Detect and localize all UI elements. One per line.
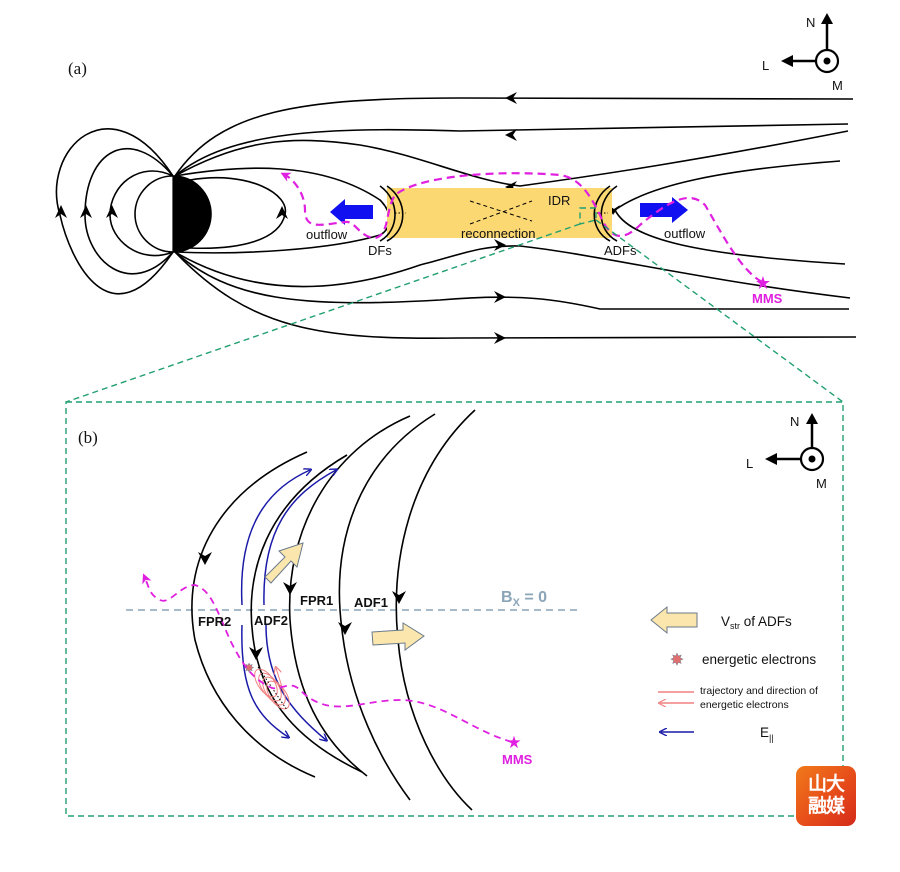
mms-star-a-icon: ★ [755,273,771,293]
compass-b: N L M [746,413,827,491]
axis-m-label-b: M [816,476,827,491]
vstr-arrow-upper-icon [264,542,304,584]
outflow-left-label: outflow [306,227,348,242]
front-field-lines [191,409,476,811]
e-parallel-lines [240,470,336,740]
legend-trajectory-line2: energetic electrons [700,699,789,711]
axis-l-label: L [762,58,769,73]
dfs-label: DFs [368,243,392,258]
mms-trajectory-a [280,172,763,283]
watermark-line1: 山大 [807,773,845,795]
mms-label-a: MMS [752,291,783,306]
compass-a: N L M [762,13,843,93]
axis-m-label: M [832,78,843,93]
earth-icon [134,175,212,253]
outflow-left-arrow-icon [330,199,373,225]
mms-trajectory-b [142,573,513,743]
fpr2-label: FPR2 [198,614,231,629]
idr-label: IDR [548,193,570,208]
reconnection-label: reconnection [461,226,535,241]
adf1-label: ADF1 [354,595,388,610]
watermark-logo: 山大 融媒 [796,766,856,826]
outflow-right-label: outflow [664,226,706,241]
axis-l-label-b: L [746,456,753,471]
panel-b-label: (b) [78,428,98,447]
adf2-label: ADF2 [254,613,288,628]
legend-trajectory-line1: trajectory and direction of [700,685,818,697]
fpr1-label: FPR1 [300,593,333,608]
panel-b-frame [65,401,844,817]
legend-e-parallel-label: E|| [760,725,774,743]
zoom-guide [65,207,844,403]
bx-zero-label: BX = 0 [501,589,547,609]
panel-a-label: (a) [68,59,87,78]
vstr-arrow-icon [650,605,698,635]
mms-star-b-icon: ★ [506,733,521,752]
legend-energetic-electron-icon: ✸ [670,652,683,669]
watermark-line2: 融媒 [807,795,845,817]
dipole-field-lines [55,128,174,295]
mms-label-b: MMS [502,752,533,767]
tail-field-lines [174,92,857,344]
vstr-arrow-lower-icon [371,622,425,651]
legend-energetic-electrons-label: energetic electrons [702,652,816,667]
legend: Vstr of ADFs ✸ energetic electrons traje… [650,605,818,743]
adfs-label: ADFs [604,243,637,258]
axis-n-label-b: N [790,414,799,429]
legend-vstr-label: Vstr of ADFs [721,614,792,631]
adf-front-lines [600,185,618,242]
axis-n-label: N [806,15,815,30]
energetic-electron-star-icon: ✸ [244,661,254,675]
x-line-icon [469,200,533,225]
